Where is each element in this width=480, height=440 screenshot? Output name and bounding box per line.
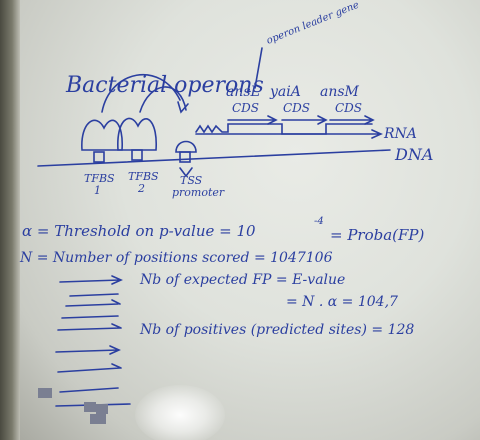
expected-fp-label: Nb of expected FP = E-value <box>139 272 345 288</box>
alpha-exponent: -4 <box>314 216 324 227</box>
camera-flash-glare <box>135 385 225 440</box>
gene-yaia: yaiA <box>269 84 301 100</box>
transcription-factor-2 <box>117 117 157 151</box>
operon-leader-pointer <box>254 47 263 89</box>
tfbs-2-number: 2 <box>137 182 145 195</box>
tfbs-2-box <box>131 149 143 161</box>
alpha-definition: α = Threshold on p-value = 10 <box>22 222 256 240</box>
sketch-line-4 <box>61 315 119 319</box>
cds-arrow-1 <box>227 115 278 125</box>
regulation-arrowhead <box>177 101 189 114</box>
tfbs-2-label: TFBS <box>128 170 159 183</box>
predicted-site-marker-2 <box>84 402 96 412</box>
rna-arrow <box>195 129 383 139</box>
transcription-factor-1 <box>81 119 123 151</box>
predicted-site-marker-1 <box>38 388 52 398</box>
sketch-arrow-1 <box>59 275 123 285</box>
whiteboard-frame <box>0 0 20 440</box>
evalue-computation: = N . α = 104,7 <box>286 294 398 310</box>
whiteboard-surface <box>20 0 480 440</box>
sketch-line-7 <box>57 363 122 373</box>
sketch-line-6 <box>55 345 121 355</box>
promoter-label: promoter <box>172 186 225 199</box>
operon-line <box>195 123 373 135</box>
sketch-line-8 <box>59 387 119 393</box>
tfbs-1-box <box>93 151 105 163</box>
rna-polymerase <box>175 140 197 153</box>
cds-arrow-2 <box>281 115 328 125</box>
alpha-probability: = Proba(FP) <box>330 226 425 244</box>
gene-ansm: ansM <box>320 84 360 100</box>
tss-pointer <box>179 167 193 178</box>
regulation-arc-2 <box>139 86 187 113</box>
diagram-title: Bacterial operons <box>65 73 264 98</box>
positives-label: Nb of positives (predicted sites) = 128 <box>139 322 414 338</box>
cds-label-3: CDS <box>335 101 362 115</box>
cds-arrow-3 <box>329 115 375 125</box>
score-distribution-sketch <box>38 275 131 424</box>
tss-label: TSS <box>180 174 203 187</box>
n-definition: N = Number of positions scored = 1047106 <box>19 250 333 266</box>
dna-line <box>37 149 391 167</box>
sketch-line-2 <box>69 293 119 297</box>
rna-label: RNA <box>383 126 417 142</box>
tfbs-1-number: 1 <box>94 184 101 197</box>
sketch-line-5 <box>57 323 122 331</box>
predicted-site-marker-3 <box>96 404 108 414</box>
cds-label-1: CDS <box>232 101 259 115</box>
tfbs-1-label: TFBS <box>84 172 115 185</box>
predicted-site-marker-4 <box>90 414 106 424</box>
operon-leader-label: operon leader gene <box>265 0 361 47</box>
tss-box <box>179 151 191 163</box>
dna-label: DNA <box>394 145 433 164</box>
gene-ansl: ansL <box>226 84 260 100</box>
sketch-line-3 <box>65 299 121 307</box>
cds-label-2: CDS <box>283 101 310 115</box>
